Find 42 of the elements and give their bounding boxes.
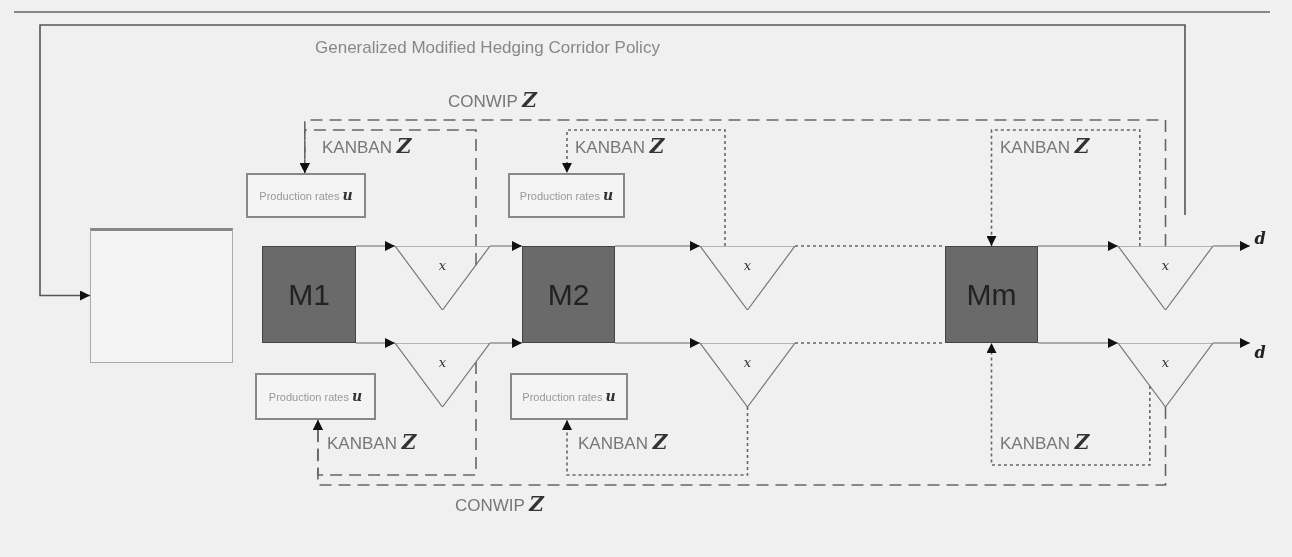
production-rate-box: Production rates u [246, 173, 366, 218]
production-rate-box: Production rates u [510, 373, 628, 420]
dashed-arrow [561, 129, 726, 247]
buffer-triangle: x [1118, 343, 1213, 407]
kanban-label: KANBAN Z [575, 134, 665, 158]
buffer-triangle: x [700, 246, 795, 310]
arrow [614, 338, 701, 348]
arrow [1037, 338, 1119, 348]
conwip-label: CONWIP Z [455, 492, 544, 516]
kanban-label: KANBAN Z [1000, 430, 1090, 454]
dashed-arrow [312, 406, 1167, 486]
machine-box: Mm [945, 246, 1038, 343]
arrow [489, 338, 523, 348]
dashed-arrow [986, 129, 1141, 247]
control-box [90, 228, 233, 363]
arrow [614, 241, 701, 251]
production-rate-box: Production rates u [255, 373, 376, 420]
kanban-label: KANBAN Z [578, 430, 668, 454]
demand-label: d [1250, 340, 1270, 364]
dashed-arrow [986, 342, 1151, 466]
demand-label: d [1250, 226, 1270, 250]
arrow [1037, 241, 1119, 251]
machine-box: M1 [262, 246, 356, 343]
machine-box: M2 [522, 246, 615, 343]
kanban-label: KANBAN Z [327, 430, 417, 454]
arrow [39, 24, 1186, 301]
arrow [489, 241, 523, 251]
buffer-triangle: x [395, 343, 490, 407]
kanban-label: KANBAN Z [322, 134, 412, 158]
kanban-label: KANBAN Z [1000, 134, 1090, 158]
arrow [1212, 240, 1251, 251]
diagram-title: Generalized Modified Hedging Corridor Policy [315, 38, 660, 58]
buffer-triangle: x [700, 343, 795, 407]
production-rate-box: Production rates u [508, 173, 625, 218]
buffer-triangle: x [395, 246, 490, 310]
buffer-triangle: x [1118, 246, 1213, 310]
arrow [355, 241, 396, 251]
dashed-arrow [299, 119, 1167, 247]
dashed-arrow [562, 406, 749, 476]
arrow [355, 338, 396, 348]
conwip-label: CONWIP Z [448, 88, 537, 112]
arrow [1212, 338, 1251, 348]
